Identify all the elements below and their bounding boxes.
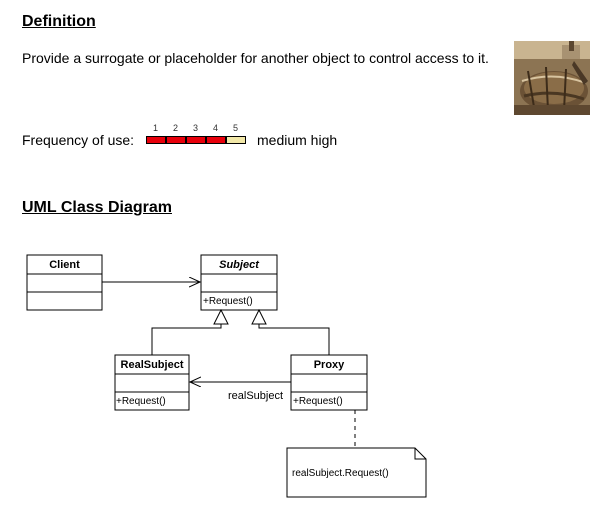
definition-heading: Definition bbox=[22, 13, 96, 30]
frequency-scale-number: 2 bbox=[173, 123, 179, 133]
inheritance-arrow-realsubject bbox=[213, 308, 229, 325]
frequency-bar-segment bbox=[226, 136, 246, 144]
frequency-bar-segment bbox=[146, 136, 166, 144]
realsubject-generalization-line bbox=[151, 324, 222, 355]
definition-text: Provide a surrogate or placeholder for a… bbox=[22, 50, 489, 66]
class-subject: Subject +Request() bbox=[200, 254, 278, 311]
frequency-value: medium high bbox=[257, 132, 338, 148]
proxy-class-name: Proxy bbox=[314, 359, 345, 371]
uml-heading: UML Class Diagram bbox=[22, 199, 172, 216]
machinery-image bbox=[514, 41, 590, 115]
frequency-scale-number: 5 bbox=[233, 123, 239, 133]
frequency-scale-number: 1 bbox=[153, 123, 159, 133]
class-proxy: Proxy +Request() bbox=[290, 354, 368, 411]
frequency-scale: 1 2 3 4 5 bbox=[146, 123, 246, 151]
frequency-scale-number: 4 bbox=[213, 123, 219, 133]
frequency-bar-segment bbox=[206, 136, 226, 144]
frequency-bar-segment bbox=[186, 136, 206, 144]
frequency-scale-number: 3 bbox=[193, 123, 199, 133]
realsubject-operation: +Request() bbox=[116, 396, 166, 407]
proxy-operation: +Request() bbox=[293, 396, 343, 407]
machinery-photo bbox=[514, 41, 590, 115]
frequency-label: Frequency of use: bbox=[22, 132, 135, 148]
frequency-bar-segment bbox=[166, 136, 186, 144]
subject-operation: +Request() bbox=[203, 296, 253, 307]
proxy-note: realSubject.Request() bbox=[286, 447, 427, 498]
proxy-generalization-line bbox=[258, 324, 330, 355]
note-text: realSubject.Request() bbox=[292, 468, 389, 479]
subject-class-name: Subject bbox=[219, 259, 260, 271]
inheritance-arrow-proxy bbox=[251, 308, 267, 325]
association-label: realSubject bbox=[228, 390, 283, 402]
client-class-name: Client bbox=[49, 259, 80, 271]
realsubject-class-name: RealSubject bbox=[121, 359, 184, 371]
class-real-subject: RealSubject +Request() bbox=[114, 354, 190, 411]
class-client: Client bbox=[26, 254, 103, 311]
